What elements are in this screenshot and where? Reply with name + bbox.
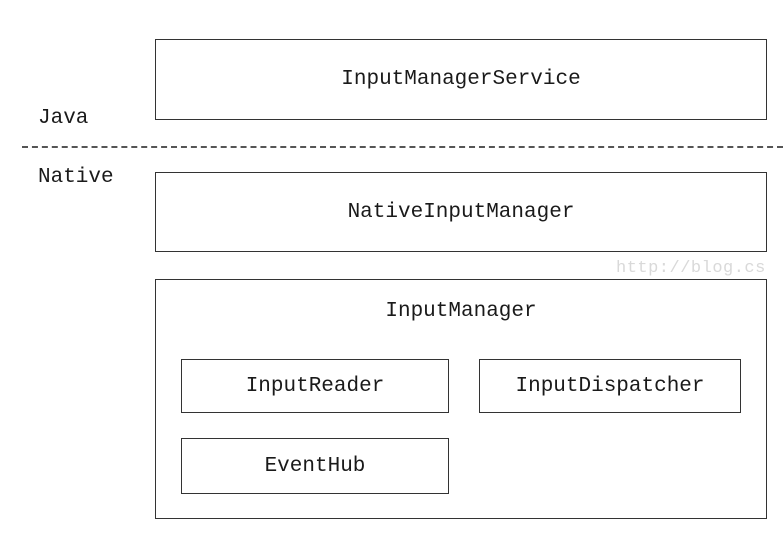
watermark-text: http://blog.cs xyxy=(616,259,766,278)
native-layer-label: Native xyxy=(38,166,114,189)
input-dispatcher-label: InputDispatcher xyxy=(515,374,705,398)
java-native-divider xyxy=(22,146,783,148)
input-reader-label: InputReader xyxy=(245,374,385,398)
event-hub-box: EventHub xyxy=(181,438,449,494)
input-reader-box: InputReader xyxy=(181,359,449,413)
java-layer-label: Java xyxy=(38,107,89,130)
event-hub-label: EventHub xyxy=(264,454,366,478)
native-input-manager-box: NativeInputManager xyxy=(155,172,767,252)
input-manager-service-box: InputManagerService xyxy=(155,39,767,120)
input-manager-box: InputManager InputReader InputDispatcher… xyxy=(155,279,767,519)
input-manager-label: InputManager xyxy=(385,300,537,323)
input-manager-service-label: InputManagerService xyxy=(341,68,581,91)
native-input-manager-label: NativeInputManager xyxy=(347,200,575,224)
input-dispatcher-box: InputDispatcher xyxy=(479,359,741,413)
